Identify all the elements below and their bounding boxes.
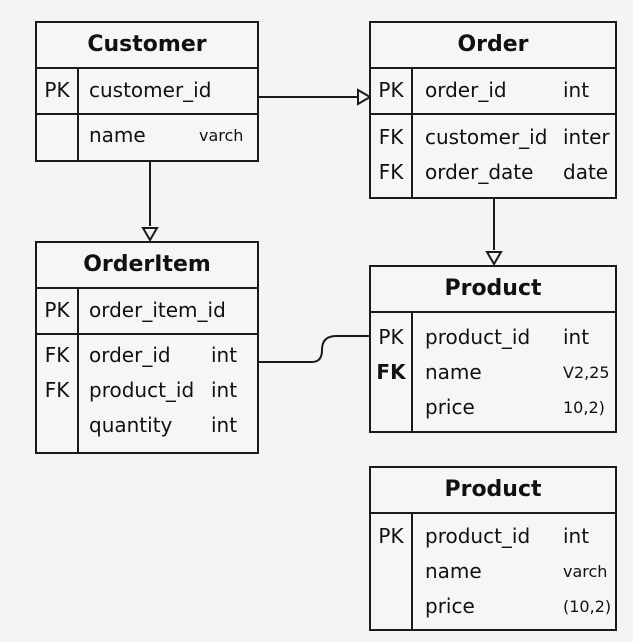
field-name: product_id — [425, 325, 531, 349]
field-row: FK customer_id inter — [371, 120, 615, 155]
arrowhead-customer-orderitem — [141, 227, 159, 242]
field-name: order_date — [425, 160, 534, 184]
pk-section: PK order_item_id — [37, 289, 257, 335]
field-type: date — [563, 160, 609, 184]
key-label: FK — [44, 378, 70, 402]
field-name: product_id — [425, 524, 531, 548]
arrowhead-customer-order — [357, 88, 372, 106]
fields-section: PK product_id int FK name V2,25 price 10… — [371, 313, 615, 431]
field-row: PK order_id int — [371, 73, 615, 108]
entity-title: Order — [371, 23, 615, 69]
field-name: customer_id — [425, 125, 548, 149]
key-label: PK — [44, 78, 70, 102]
entity-product[interactable]: Product PK product_id int FK name V2,25 … — [369, 265, 617, 433]
field-type: int — [211, 413, 238, 437]
field-name: name — [425, 559, 482, 583]
key-label: PK — [378, 524, 404, 548]
key-label: FK — [378, 125, 404, 149]
field-name: price — [425, 594, 475, 618]
field-name: order_id — [425, 78, 507, 102]
field-row: price 10,2) — [371, 390, 615, 425]
pk-section: PK order_id int — [371, 69, 615, 115]
field-name: price — [425, 395, 475, 419]
field-type: int — [211, 343, 238, 367]
entity-customer[interactable]: Customer PK customer_id name varch — [35, 21, 259, 162]
key-label: FK — [44, 343, 70, 367]
field-row: FK product_id int — [37, 373, 257, 408]
field-name: name — [89, 123, 146, 147]
field-row: PK order_item_id — [37, 293, 257, 328]
field-name: quantity — [89, 413, 173, 437]
field-type: varch — [563, 562, 608, 581]
field-type: int — [211, 378, 238, 402]
field-name: customer_id — [89, 78, 212, 102]
field-row: PK product_id int — [371, 519, 615, 554]
entity-title: Customer — [37, 23, 257, 69]
pk-section: PK customer_id — [37, 69, 257, 115]
field-type: (10,2) — [563, 597, 612, 616]
entity-product-duplicate[interactable]: Product PK product_id int name varch pri… — [369, 466, 617, 631]
field-row: FK order_id int — [37, 338, 257, 373]
entity-title: Product — [371, 267, 615, 313]
connector-orderitem-product — [258, 335, 370, 363]
field-type: varch — [199, 126, 244, 145]
arrowhead-order-product — [485, 251, 503, 266]
entity-title: OrderItem — [37, 243, 257, 289]
field-row: FK order_date date — [371, 155, 615, 190]
key-label: FK — [378, 160, 404, 184]
field-row: name varch — [371, 554, 615, 589]
field-type: V2,25 — [563, 363, 610, 382]
field-type: inter — [563, 125, 610, 149]
field-name: order_item_id — [89, 298, 226, 322]
field-type: int — [563, 325, 590, 349]
fields-section: FK order_id int FK product_id int quanti… — [37, 335, 257, 452]
entity-order[interactable]: Order PK order_id int FK customer_id int… — [369, 21, 617, 199]
field-row: name varch — [37, 118, 257, 153]
entity-orderitem[interactable]: OrderItem PK order_item_id FK order_id i… — [35, 241, 259, 454]
field-name: product_id — [89, 378, 195, 402]
key-label: PK — [378, 78, 404, 102]
field-row: FK name V2,25 — [371, 355, 615, 390]
field-row: PK product_id int — [371, 320, 615, 355]
field-name: name — [425, 360, 482, 384]
field-row: PK customer_id — [37, 73, 257, 108]
field-type: 10,2) — [563, 398, 605, 417]
field-type: int — [563, 524, 590, 548]
field-row: price (10,2) — [371, 589, 615, 624]
field-name: order_id — [89, 343, 171, 367]
fields-section: name varch — [37, 115, 257, 160]
key-label: PK — [378, 325, 404, 349]
fields-section: PK product_id int name varch price (10,2… — [371, 514, 615, 629]
entity-title: Product — [371, 468, 615, 514]
key-label: PK — [44, 298, 70, 322]
field-row: quantity int — [37, 408, 257, 443]
fields-section: FK customer_id inter FK order_date date — [371, 115, 615, 197]
key-label: FK — [376, 360, 406, 384]
field-type: int — [563, 78, 590, 102]
